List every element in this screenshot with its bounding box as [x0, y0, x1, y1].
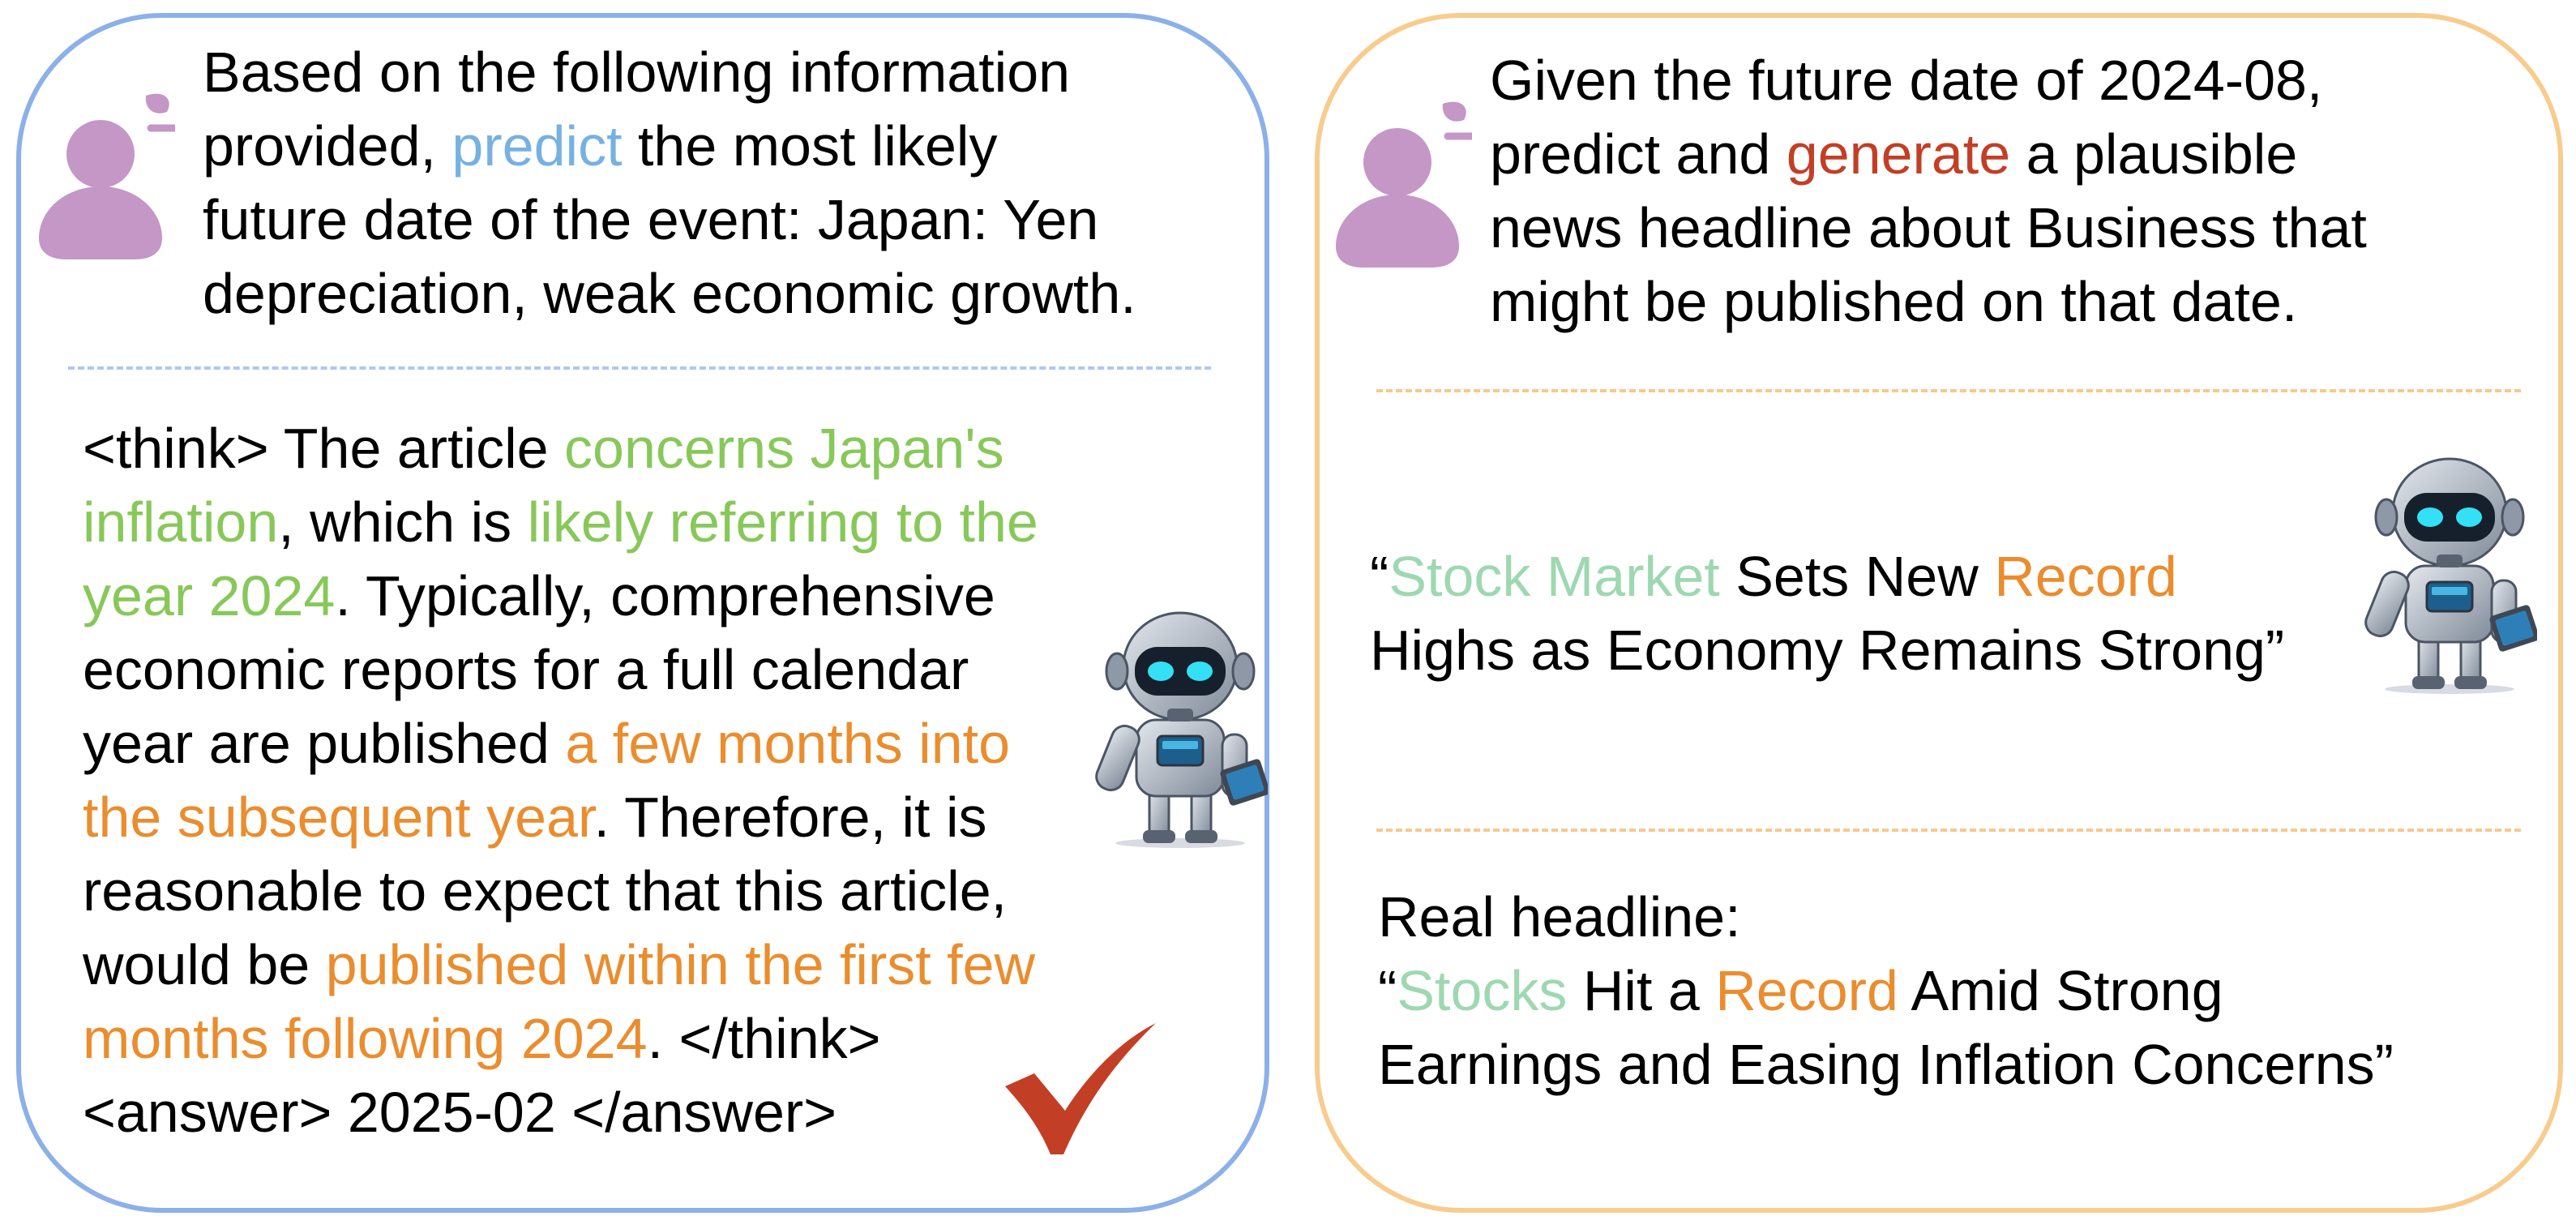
- text-segment: Earnings and Easing Inflation Concerns”: [1378, 1033, 2394, 1096]
- text-line: “Stocks Hit a Record Amid Strong: [1378, 954, 2394, 1028]
- text-line: future date of the event: Japan: Yen: [203, 183, 1136, 257]
- text-segment: predict and: [1490, 122, 1787, 186]
- text-segment: future date of the event: Japan: Yen: [203, 188, 1099, 251]
- text-line: inflation, which is likely referring to …: [83, 486, 1038, 559]
- text-segment: “: [1370, 545, 1389, 608]
- text-line: Highs as Economy Remains Strong”: [1370, 614, 2284, 687]
- text-segment: year are published: [83, 712, 566, 775]
- real-headline: Real headline:“Stocks Hit a Record Amid …: [1378, 880, 2394, 1102]
- text-segment: Based on the following information: [203, 41, 1071, 104]
- text-line: economic reports for a full calendar: [83, 633, 1038, 707]
- text-line: Based on the following information: [203, 36, 1136, 109]
- right-prompt-text: Given the future date of 2024-08,predict…: [1490, 44, 2367, 339]
- text-line: reasonable to expect that this article,: [83, 854, 1038, 928]
- text-line: might be published on that date.: [1490, 265, 2367, 339]
- right-panel-headline-generation: [1315, 13, 2563, 1213]
- text-line: Earnings and Easing Inflation Concerns”: [1378, 1028, 2394, 1102]
- highlighted-phrase: Record: [1994, 545, 2177, 608]
- text-segment: would be: [83, 933, 326, 996]
- text-line: Real headline:: [1378, 880, 2394, 954]
- text-segment: <think> The article: [83, 417, 565, 480]
- text-segment: a plausible: [2010, 122, 2298, 186]
- text-segment: reasonable to expect that this article,: [83, 859, 1008, 923]
- highlighted-phrase: concerns Japan's: [564, 417, 1004, 480]
- text-line: “Stock Market Sets New Record: [1370, 540, 2284, 614]
- highlighted-phrase: the subsequent year: [83, 786, 594, 849]
- text-segment: . Typically, comprehensive: [335, 564, 995, 627]
- left-divider: [68, 366, 1211, 370]
- text-segment: Sets New: [1719, 545, 1995, 608]
- text-segment: depreciation, weak economic growth.: [203, 262, 1136, 325]
- text-line: year are published a few months into: [83, 707, 1038, 781]
- text-segment: Real headline:: [1378, 885, 1741, 949]
- text-segment: . </think>: [647, 1007, 881, 1070]
- highlighted-phrase: months following 2024: [83, 1007, 648, 1070]
- text-segment: , which is: [278, 490, 528, 554]
- text-line: <answer> 2025-02 </answer>: [83, 1076, 1038, 1150]
- text-segment: Hit a: [1567, 959, 1716, 1022]
- robot-icon: [2364, 457, 2537, 694]
- text-line: Given the future date of 2024-08,: [1490, 44, 2367, 118]
- text-segment: news headline about Business that: [1490, 196, 2367, 259]
- text-segment: might be published on that date.: [1490, 270, 2298, 333]
- right-divider-bottom: [1376, 829, 2521, 832]
- highlighted-phrase: predict: [451, 114, 623, 178]
- text-line: the subsequent year. Therefore, it is: [83, 781, 1038, 854]
- left-panel-date-prediction: [16, 13, 1269, 1213]
- text-segment: Highs as Economy Remains Strong”: [1370, 619, 2285, 682]
- robot-icon: [1095, 611, 1268, 848]
- highlighted-phrase: Stocks: [1397, 959, 1568, 1022]
- text-segment: “: [1378, 959, 1397, 1022]
- text-line: would be published within the first few: [83, 928, 1038, 1002]
- checkmark-icon: [1005, 1023, 1156, 1154]
- highlighted-phrase: Stock Market: [1389, 545, 1720, 608]
- highlighted-phrase: likely referring to the: [527, 490, 1038, 554]
- text-segment: provided,: [203, 114, 452, 178]
- text-segment: Amid Strong: [1898, 959, 2223, 1022]
- highlighted-phrase: a few months into: [565, 712, 1011, 775]
- right-divider-top: [1376, 389, 2521, 392]
- text-line: months following 2024. </think>: [83, 1002, 1038, 1076]
- user-icon: [1336, 101, 1472, 268]
- user-icon: [39, 93, 175, 259]
- text-line: <think> The article concerns Japan's: [83, 412, 1038, 486]
- text-line: predict and generate a plausible: [1490, 118, 2367, 191]
- text-segment: economic reports for a full calendar: [83, 638, 969, 701]
- text-line: provided, predict the most likely: [203, 109, 1136, 183]
- highlighted-phrase: published within the first few: [325, 933, 1036, 996]
- text-line: year 2024. Typically, comprehensive: [83, 559, 1038, 633]
- highlighted-phrase: inflation: [83, 490, 279, 554]
- highlighted-phrase: generate: [1786, 122, 2011, 186]
- text-segment: the most likely: [622, 114, 998, 178]
- text-segment: Given the future date of 2024-08,: [1490, 49, 2323, 112]
- text-line: depreciation, weak economic growth.: [203, 257, 1136, 331]
- text-line: news headline about Business that: [1490, 191, 2367, 265]
- highlighted-phrase: year 2024: [83, 564, 336, 627]
- text-segment: <answer> 2025-02 </answer>: [83, 1081, 837, 1144]
- highlighted-phrase: Record: [1715, 959, 1898, 1022]
- text-segment: . Therefore, it is: [593, 786, 987, 849]
